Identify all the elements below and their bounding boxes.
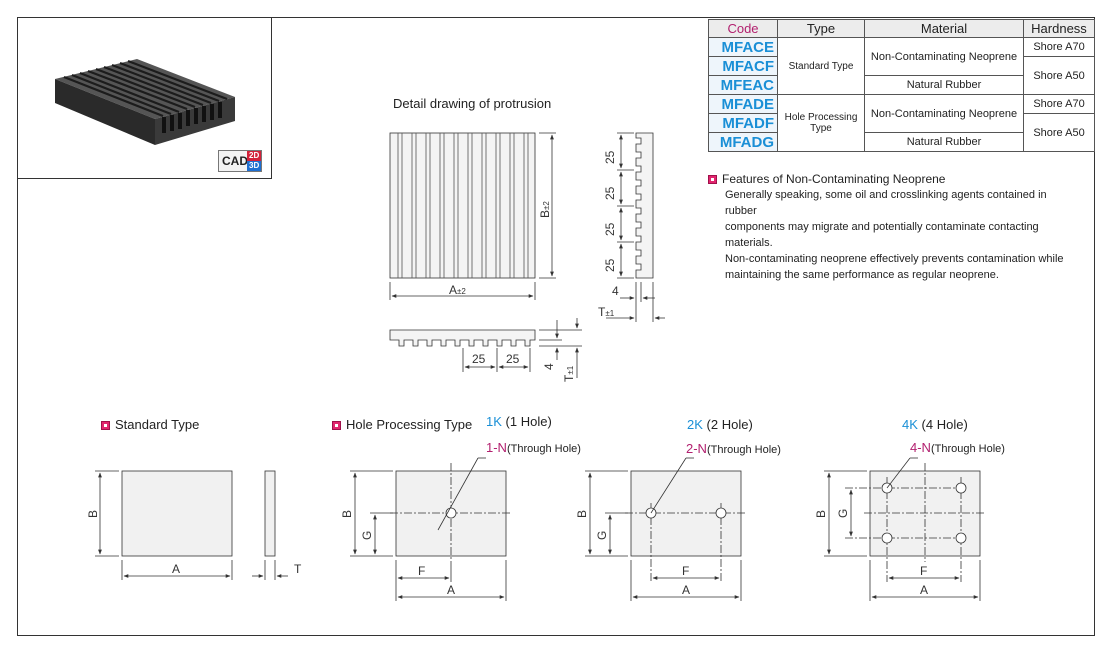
dim-b-label: B [814, 510, 828, 518]
material-cell: Natural Rubber [864, 132, 1024, 152]
hole-desc: (Through Hole) [506, 443, 581, 455]
dim-a-label: A [682, 583, 690, 597]
hole-desc: (Through Hole) [706, 444, 781, 456]
header-type: Type [777, 19, 865, 38]
dim-b-label: B [86, 510, 100, 518]
pitch-label: 25 [603, 186, 617, 200]
hole-4k-drawing [824, 457, 986, 601]
cad-label: CAD [222, 154, 248, 168]
section-standard-type: Standard Type [101, 417, 199, 432]
variant-1k-title: 1K (1 Hole) [486, 414, 552, 429]
section-hole-type: Hole Processing Type [332, 417, 472, 432]
variant-2k-title: 2K (2 Hole) [687, 417, 753, 432]
hardness-cell: Shore A50 [1023, 113, 1095, 152]
detail-front-view [389, 318, 582, 378]
detail-side-view [606, 132, 665, 322]
dim-g-label: G [595, 531, 609, 540]
section-title: Hole Processing Type [346, 417, 473, 432]
hole-2k-drawing [585, 457, 747, 601]
type-cell: Hole Processing Type [777, 94, 865, 152]
variant-code: 1K [486, 414, 502, 429]
cad-3d-label: 3D [247, 161, 262, 171]
spec-table: Code Type Material Hardness MFACE Standa… [708, 19, 1095, 152]
variant-code: 2K [687, 417, 703, 432]
hole-code: 4-N [910, 440, 931, 455]
variant-desc: (2 Hole) [706, 417, 753, 432]
features-line: components may migrate and potentially c… [725, 221, 1039, 249]
dim-f-label: F [682, 564, 689, 578]
variant-desc: (1 Hole) [505, 414, 552, 429]
code-cell: MFADF [708, 113, 778, 133]
variant-4k-hole: 4-N(Through Hole) [910, 440, 1005, 455]
dim-b-label: B±2 [538, 201, 552, 218]
bullet-icon [332, 421, 341, 430]
dim-a-label: A [172, 562, 180, 576]
hardness-cell: Shore A70 [1023, 94, 1095, 114]
dim-t-label: T±1 [598, 305, 615, 319]
dim-t-label: T [294, 562, 302, 576]
material-cell: Natural Rubber [864, 75, 1024, 95]
header-hardness: Hardness [1023, 19, 1095, 38]
pitch-label: 25 [603, 150, 617, 164]
hole-code: 1-N [486, 440, 507, 455]
height-4-label: 4 [542, 363, 556, 370]
type-cell: Standard Type [777, 37, 865, 95]
section-title: Standard Type [115, 417, 200, 432]
pitch-label: 25 [506, 352, 520, 366]
code-cell: MFEAC [708, 75, 778, 95]
product-image-box [17, 17, 272, 179]
features-line: maintaining the same performance as regu… [725, 269, 999, 281]
cad-badge[interactable]: CAD 2D 3D [218, 150, 262, 172]
dim-f-label: F [920, 564, 927, 578]
code-cell: MFADG [708, 132, 778, 152]
dim-t-label: T±1 [562, 365, 576, 382]
hole-code: 2-N [686, 441, 707, 456]
variant-1k-hole: 1-N(Through Hole) [486, 440, 581, 455]
pitch-label: 25 [603, 222, 617, 236]
variant-desc: (4 Hole) [921, 417, 968, 432]
dim-g-label: G [360, 531, 374, 540]
variant-code: 4K [902, 417, 918, 432]
detail-top-view [389, 132, 556, 300]
bullet-icon [708, 175, 717, 184]
features-line: Generally speaking, some oil and crossli… [725, 189, 1047, 217]
variant-4k-title: 4K (4 Hole) [902, 417, 968, 432]
code-cell: MFADE [708, 94, 778, 114]
standard-type-drawing [95, 470, 288, 580]
hole-1k-drawing [350, 457, 512, 601]
bullet-icon [101, 421, 110, 430]
dim-f-label: F [418, 564, 425, 578]
header-code: Code [708, 19, 778, 38]
material-cell: Non-Contaminating Neoprene [864, 94, 1024, 133]
dim-b-label: B [575, 510, 589, 518]
pitch-label: 25 [472, 352, 486, 366]
dim-a-label: A [920, 583, 928, 597]
pitch-label: 25 [603, 258, 617, 272]
features-note: Features of Non-Contaminating Neoprene G… [708, 171, 1078, 283]
drawing-frame [17, 17, 1095, 636]
hardness-cell: Shore A70 [1023, 37, 1095, 57]
cad-2d-label: 2D [247, 151, 262, 161]
features-body: Generally speaking, some oil and crossli… [708, 187, 1078, 283]
dim-a-label: A±2 [449, 283, 466, 297]
features-line: Non-contaminating neoprene effectively p… [725, 253, 1064, 265]
height-4-label: 4 [612, 284, 619, 298]
dim-g-label: G [836, 509, 850, 518]
product-image [55, 59, 235, 145]
variant-2k-hole: 2-N(Through Hole) [686, 441, 781, 456]
hole-desc: (Through Hole) [930, 443, 1005, 455]
features-title: Features of Non-Contaminating Neoprene [722, 172, 946, 186]
dim-a-label: A [447, 583, 455, 597]
dim-b-label: B [340, 510, 354, 518]
detail-title: Detail drawing of protrusion [393, 96, 552, 111]
